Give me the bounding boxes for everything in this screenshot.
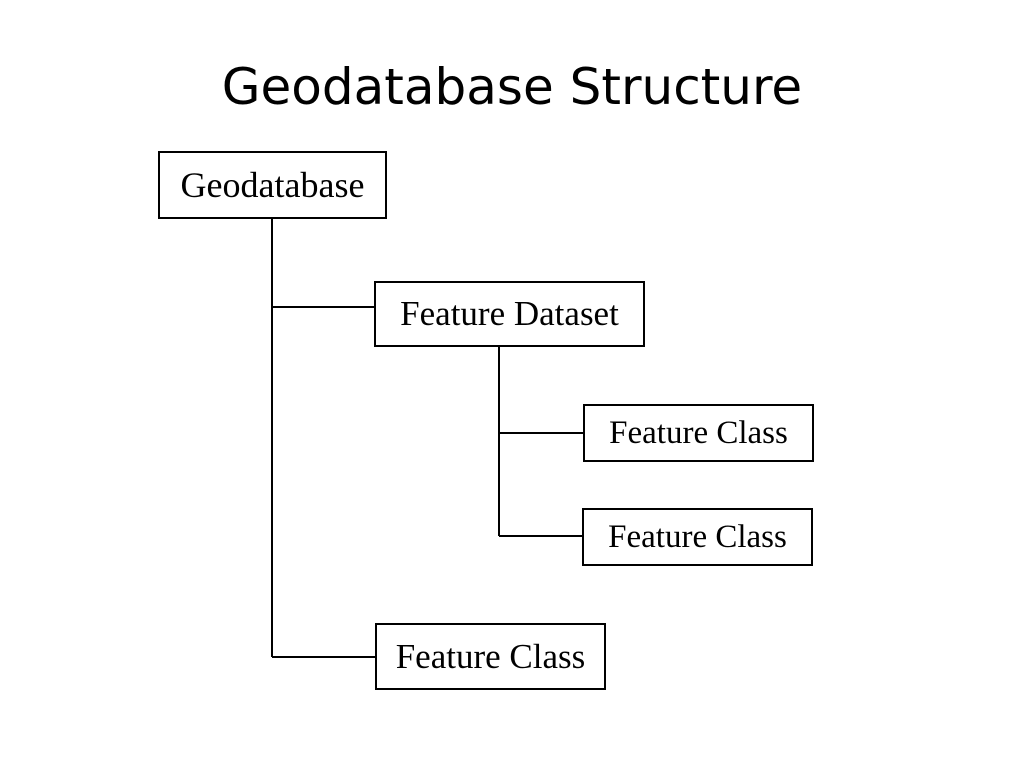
node-feature-dataset-label: Feature Dataset <box>400 294 619 333</box>
slide-title: Geodatabase Structure <box>221 58 803 116</box>
node-feature-class-label: Feature Class <box>395 636 586 676</box>
node-dataset-feature-class-1: Feature Class <box>583 404 814 462</box>
node-geodatabase: Geodatabase <box>158 151 387 219</box>
node-feature-class: Feature Class <box>375 623 606 690</box>
node-dataset-feature-class-2-label: Feature Class <box>608 518 787 555</box>
node-feature-dataset: Feature Dataset <box>374 281 645 347</box>
node-dataset-feature-class-1-label: Feature Class <box>609 414 788 451</box>
node-geodatabase-label: Geodatabase <box>180 165 365 205</box>
node-dataset-feature-class-2: Feature Class <box>582 508 813 566</box>
